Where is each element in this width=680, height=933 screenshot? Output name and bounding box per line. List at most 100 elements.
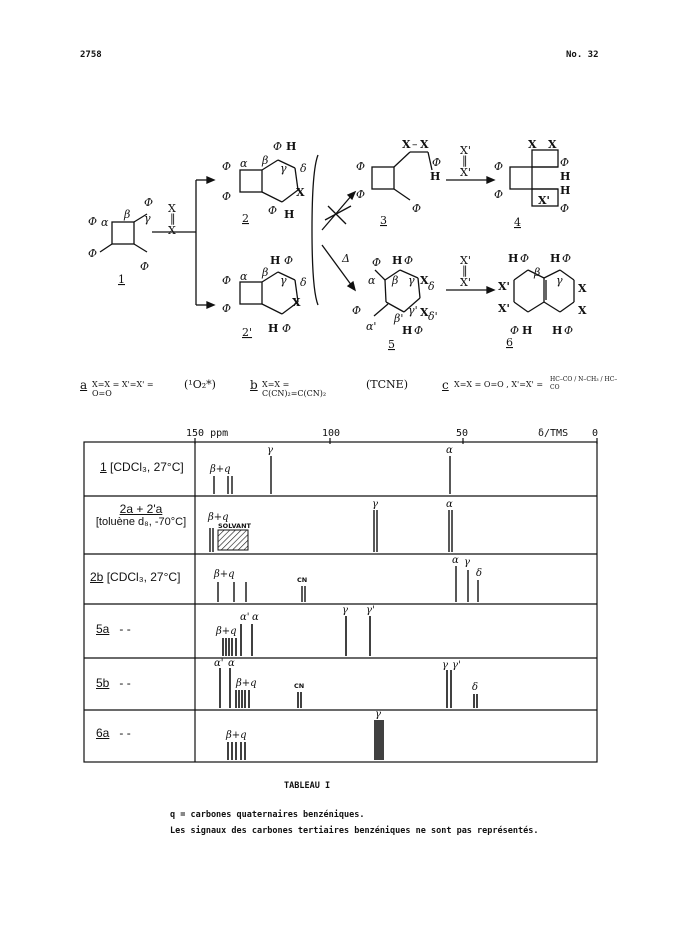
svg-text:Φ: Φ bbox=[352, 304, 361, 317]
svg-text:Φ: Φ bbox=[412, 202, 421, 215]
svg-text:δ: δ bbox=[300, 276, 307, 289]
svg-text:α: α bbox=[252, 612, 259, 623]
svg-text:β: β bbox=[391, 274, 398, 287]
svg-text:X: X bbox=[578, 304, 587, 317]
svg-text:β+q: β+q bbox=[225, 730, 247, 741]
svg-text:–: – bbox=[412, 138, 418, 151]
reagent-c-label: c bbox=[442, 378, 449, 392]
svg-text:Φ: Φ bbox=[140, 260, 149, 273]
svg-text:γ': γ' bbox=[408, 304, 418, 317]
axis-tick-150: 150 ppm bbox=[186, 428, 229, 439]
svg-text:δ: δ bbox=[472, 682, 478, 693]
svg-text:H: H bbox=[560, 170, 570, 183]
svg-text:α: α bbox=[368, 274, 376, 287]
row-3-signals bbox=[217, 566, 479, 602]
svg-text:Φ: Φ bbox=[520, 252, 529, 265]
svg-text:‖: ‖ bbox=[170, 212, 176, 226]
reagent-c-maleimide: HC–CO / N–CH₃ / HC–CO bbox=[550, 376, 618, 391]
svg-text:X': X' bbox=[498, 302, 510, 315]
svg-text:β+q: β+q bbox=[207, 512, 229, 523]
svg-text:γ': γ' bbox=[452, 660, 461, 671]
footnote-tertiary: Les signaux des carbones tertiaires benz… bbox=[170, 826, 539, 836]
svg-text:α': α' bbox=[366, 320, 376, 333]
svg-text:γ': γ' bbox=[366, 605, 375, 616]
axis-tick-100: 100 bbox=[322, 428, 341, 439]
svg-text:SOLVANT: SOLVANT bbox=[218, 522, 252, 530]
svg-text:α: α bbox=[240, 270, 248, 283]
svg-text:δ: δ bbox=[476, 568, 482, 579]
svg-text:Φ: Φ bbox=[144, 196, 153, 209]
svg-text:X: X bbox=[292, 296, 301, 309]
svg-text:γ: γ bbox=[342, 605, 348, 616]
reagent-a-name: (¹O₂*) bbox=[184, 378, 216, 391]
svg-text:Φ: Φ bbox=[494, 188, 503, 201]
svg-text:γ: γ bbox=[375, 709, 381, 720]
axis-tick-50: 50 bbox=[456, 428, 469, 439]
svg-text:X: X bbox=[420, 274, 429, 287]
svg-text:Φ: Φ bbox=[560, 202, 569, 215]
svg-text:α: α bbox=[101, 216, 109, 229]
row-label-4: 5a - - bbox=[96, 622, 131, 636]
row-6-signals bbox=[227, 720, 384, 760]
svg-text:γ: γ bbox=[280, 162, 287, 175]
svg-text:X': X' bbox=[460, 144, 471, 157]
svg-text:γ: γ bbox=[442, 660, 448, 671]
svg-text:β: β bbox=[261, 154, 268, 167]
svg-text:γ: γ bbox=[280, 274, 287, 287]
svg-text:γ: γ bbox=[408, 274, 415, 287]
table-caption: TABLEAU I bbox=[284, 781, 331, 791]
svg-text:H: H bbox=[284, 208, 294, 221]
svg-text:X': X' bbox=[460, 166, 471, 179]
compound-4-label: 4 bbox=[514, 216, 521, 229]
svg-text:δ: δ bbox=[428, 280, 435, 293]
svg-text:Φ: Φ bbox=[222, 160, 231, 173]
svg-text:Φ: Φ bbox=[356, 188, 365, 201]
compound-1-label: 1 bbox=[118, 273, 125, 286]
svg-text:β+q: β+q bbox=[235, 678, 257, 689]
svg-text:‖: ‖ bbox=[462, 264, 468, 278]
svg-text:X: X bbox=[168, 224, 176, 237]
svg-text:Φ: Φ bbox=[564, 324, 573, 337]
svg-text:H: H bbox=[430, 170, 440, 183]
reaction-scheme: Φ α β Φ γ Φ Φ 1 X ‖ X Φ α β Φ H γ δ X Φ … bbox=[88, 138, 587, 351]
svg-text:Φ: Φ bbox=[494, 160, 503, 173]
svg-text:H: H bbox=[522, 324, 532, 337]
svg-text:X: X bbox=[420, 138, 429, 151]
svg-text:γ: γ bbox=[144, 212, 151, 225]
svg-text:Φ: Φ bbox=[222, 274, 231, 287]
reagent-a-label: a bbox=[80, 378, 88, 392]
row-label-3: 2b [CDCl₃, 27°C] bbox=[90, 570, 181, 584]
svg-text:Φ: Φ bbox=[268, 204, 277, 217]
svg-text:Φ: Φ bbox=[560, 156, 569, 169]
axis-tms-label: δ/TMS bbox=[538, 428, 569, 439]
svg-text:Φ: Φ bbox=[562, 252, 571, 265]
svg-text:β: β bbox=[261, 266, 268, 279]
svg-text:Φ: Φ bbox=[404, 254, 413, 267]
row-label-2: 2a + 2'a [toluène d₈, -70°C] bbox=[95, 502, 187, 528]
svg-text:Φ: Φ bbox=[510, 324, 519, 337]
svg-text:Φ: Φ bbox=[372, 256, 381, 269]
svg-text:α': α' bbox=[214, 658, 224, 669]
svg-text:H: H bbox=[552, 324, 562, 337]
svg-text:Φ: Φ bbox=[356, 160, 365, 173]
svg-text:Φ: Φ bbox=[273, 140, 282, 153]
svg-text:X': X' bbox=[498, 280, 510, 293]
reagent-b-name: (TCNE) bbox=[366, 378, 408, 391]
row-1-signals bbox=[213, 456, 451, 494]
svg-text:X: X bbox=[168, 202, 176, 215]
svg-text:β+q: β+q bbox=[209, 464, 231, 475]
svg-text:Φ: Φ bbox=[432, 156, 441, 169]
svg-text:α: α bbox=[228, 658, 235, 669]
footnote-q: q = carbones quaternaires benzéniques. bbox=[170, 810, 365, 820]
svg-text:H: H bbox=[560, 184, 570, 197]
svg-text:H: H bbox=[286, 140, 296, 153]
svg-text:Φ: Φ bbox=[222, 190, 231, 203]
svg-text:β': β' bbox=[393, 312, 403, 325]
solvent-band bbox=[217, 529, 249, 551]
row-4-signals bbox=[222, 616, 371, 656]
reagent-b-label: b bbox=[250, 378, 258, 392]
row-label-5: 5b - - bbox=[96, 676, 131, 690]
row-5-signals bbox=[219, 668, 478, 708]
svg-text:Φ: Φ bbox=[414, 324, 423, 337]
svg-text:CN: CN bbox=[297, 576, 307, 584]
